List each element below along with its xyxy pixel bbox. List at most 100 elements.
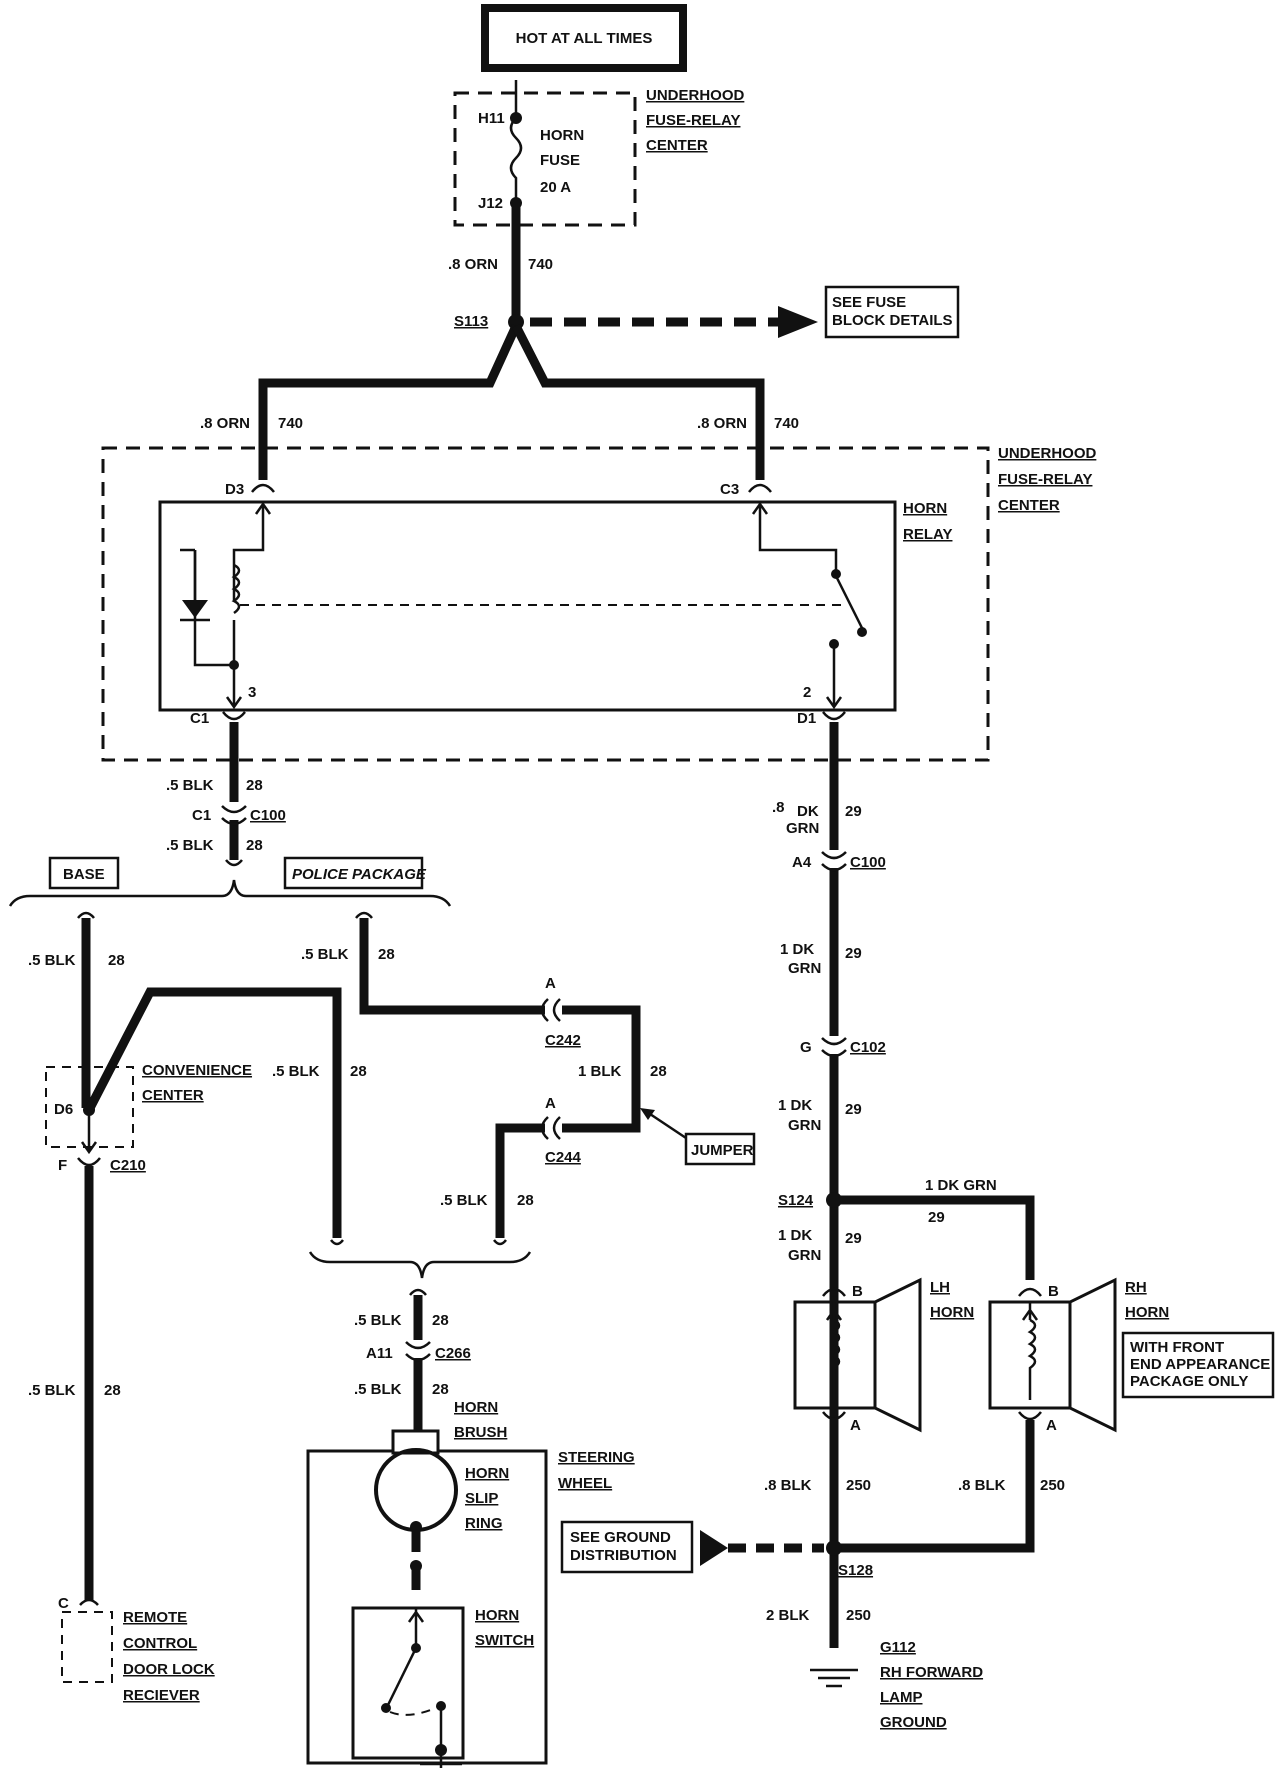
svg-text:SEE GROUND: SEE GROUND	[570, 1529, 671, 1546]
svg-text:UNDERHOOD: UNDERHOOD	[646, 87, 745, 104]
wire-250-lh-gauge: .8 BLK	[764, 1477, 812, 1494]
svg-text:HORN: HORN	[930, 1304, 974, 1321]
svg-text:FUSE: FUSE	[540, 152, 580, 169]
wire-29-gauge-3: 1 DK GRN	[778, 1097, 821, 1134]
wire-29-rh-circuit: 29	[928, 1209, 945, 1226]
wire-28-jumper-gauge: 1 BLK	[578, 1063, 622, 1080]
c266-pin: A11	[366, 1345, 393, 1362]
svg-text:G112: G112	[880, 1639, 916, 1656]
svg-text:CONVENIENCE: CONVENIENCE	[142, 1062, 252, 1079]
svg-text:HORN: HORN	[475, 1607, 519, 1624]
splice-s128	[826, 1540, 842, 1556]
remote-control-door-lock-receiver	[61, 1611, 113, 1683]
wire-29-gauge-4: 1 DK GRN	[778, 1227, 821, 1264]
relay-switch-contact	[834, 575, 864, 629]
wire-740-gauge-right: .8 ORN	[697, 415, 747, 432]
rh-horn-pin-b: B	[1048, 1283, 1059, 1300]
wire-28-c266-circuit-2: 28	[432, 1381, 449, 1398]
horn-switch-label: HORN SWITCH	[475, 1607, 534, 1649]
svg-text:1 DK: 1 DK	[778, 1227, 812, 1244]
svg-text:HORN: HORN	[540, 127, 584, 144]
c244-name: C244	[545, 1149, 582, 1166]
join-brace	[308, 1251, 532, 1279]
wire-740-circuit-top: 740	[528, 256, 553, 273]
branch-police-package-label: POLICE PACKAGE	[283, 856, 427, 890]
svg-text:GRN: GRN	[786, 820, 819, 837]
wire-28-c266-circuit-1: 28	[432, 1312, 449, 1329]
rcdl-pin: C	[58, 1595, 69, 1612]
wire-250-ground-gauge: 2 BLK	[766, 1607, 810, 1624]
lh-horn-label: LH HORN	[930, 1279, 974, 1321]
svg-text:1 DK: 1 DK	[780, 941, 814, 958]
svg-text:1 DK: 1 DK	[778, 1097, 812, 1114]
horn-fuse-label: HORN FUSE 20 A	[540, 127, 584, 196]
relay-terminal-3: 3	[248, 684, 256, 701]
rh-horn-coil-icon	[1027, 1318, 1037, 1400]
svg-text:SLIP: SLIP	[465, 1490, 498, 1507]
svg-text:.8: .8	[772, 799, 785, 816]
svg-text:FUSE-RELAY: FUSE-RELAY	[998, 471, 1092, 488]
horn-switch-box	[351, 1606, 465, 1760]
svg-text:UNDERHOOD: UNDERHOOD	[998, 445, 1097, 462]
c210-pin: F	[58, 1157, 67, 1174]
wire-28-c266-gauge-1: .5 BLK	[354, 1312, 402, 1329]
svg-text:WHEEL: WHEEL	[558, 1475, 612, 1492]
svg-text:HOT AT ALL TIMES: HOT AT ALL TIMES	[516, 30, 653, 47]
wire-740-circuit-left: 740	[278, 415, 303, 432]
svg-text:PACKAGE ONLY: PACKAGE ONLY	[1130, 1373, 1248, 1390]
relay-pin-c3: C3	[720, 481, 739, 498]
steering-wheel-label: STEERING WHEEL	[558, 1449, 635, 1492]
c100-left-pin: C1	[192, 807, 211, 824]
splice-s128-label: S128	[838, 1562, 873, 1579]
rh-horn-pin-a: A	[1046, 1417, 1057, 1434]
svg-text:HORN: HORN	[903, 500, 947, 517]
svg-text:BLOCK DETAILS: BLOCK DETAILS	[832, 312, 953, 329]
wire-29-circuit-3: 29	[845, 1101, 862, 1118]
wire-250-rh-gauge: .8 BLK	[958, 1477, 1006, 1494]
svg-text:CENTER: CENTER	[646, 137, 708, 154]
convenience-center-label: CONVENIENCE CENTER	[142, 1062, 252, 1104]
c100-right-name: C100	[850, 854, 886, 871]
wire-28-gauge-1: .5 BLK	[166, 777, 214, 794]
wire-29-circuit-2: 29	[845, 945, 862, 962]
underhood-fuse-relay-center-relay	[101, 446, 990, 762]
c100-left-name: C100	[250, 807, 286, 824]
horn-brush-icon	[391, 1429, 440, 1455]
hot-at-all-times-box: HOT AT ALL TIMES	[481, 4, 687, 72]
wire-28-police-gauge: .5 BLK	[301, 946, 349, 963]
underhood-fuse-relay-center-label-relay: UNDERHOOD FUSE-RELAY CENTER	[998, 445, 1097, 514]
wire-28-c266-gauge-2: .5 BLK	[354, 1381, 402, 1398]
underhood-fuse-relay-center-top	[453, 91, 637, 227]
svg-text:RING: RING	[465, 1515, 503, 1532]
underhood-fuse-relay-center-label-top: UNDERHOOD FUSE-RELAY CENTER	[646, 87, 745, 154]
svg-text:POLICE PACKAGE: POLICE PACKAGE	[292, 866, 427, 883]
wire-250-rh-circuit: 250	[1040, 1477, 1065, 1494]
svg-text:CENTER: CENTER	[998, 497, 1060, 514]
wire-28-c244-gauge: .5 BLK	[440, 1192, 488, 1209]
wire-28-rcdl-circuit: 28	[104, 1382, 121, 1399]
svg-text:GRN: GRN	[788, 960, 821, 977]
relay-coil-icon	[231, 563, 241, 615]
c266-name: C266	[435, 1345, 471, 1362]
wire-28-gauge-2: .5 BLK	[166, 837, 214, 854]
svg-text:HORN: HORN	[454, 1399, 498, 1416]
wire-28-base-circuit: 28	[108, 952, 125, 969]
svg-text:DK: DK	[797, 803, 819, 820]
splice-s124-label: S124	[778, 1192, 814, 1209]
horn-switch-contact	[386, 1647, 418, 1706]
lh-horn-pin-b: B	[852, 1283, 863, 1300]
rcdl-label: REMOTE CONTROL DOOR LOCK RECIEVER	[123, 1609, 215, 1704]
svg-text:END APPEARANCE: END APPEARANCE	[1130, 1356, 1270, 1373]
svg-text:CONTROL: CONTROL	[123, 1635, 197, 1652]
relay-pin-c1: C1	[190, 710, 209, 727]
svg-text:BRUSH: BRUSH	[454, 1424, 507, 1441]
wire-250-ground-circuit: 250	[846, 1607, 871, 1624]
rh-horn-label: RH HORN	[1125, 1279, 1169, 1321]
wire-740-gauge-top: .8 ORN	[448, 256, 498, 273]
jumper-label: JUMPER	[684, 1132, 756, 1166]
relay-pin-d1: D1	[797, 710, 816, 727]
svg-text:JUMPER: JUMPER	[691, 1142, 754, 1159]
svg-text:HORN: HORN	[465, 1465, 509, 1482]
rh-horn-note: WITH FRONT END APPEARANCE PACKAGE ONLY	[1121, 1331, 1275, 1399]
